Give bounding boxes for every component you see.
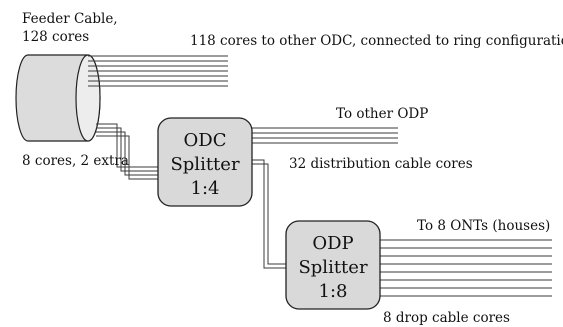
odc-to-odp-line <box>250 159 290 269</box>
odp-label-line1: ODP <box>312 233 353 254</box>
feeder-cable-icon <box>15 54 101 142</box>
feeder-label-line2: 128 cores <box>22 29 89 45</box>
odp-output-label: To 8 ONTs (houses) <box>417 218 550 234</box>
odc-output-label: To other ODP <box>336 106 428 122</box>
odc-label-line2: Splitter <box>170 154 239 175</box>
odc-output-lines <box>250 127 398 144</box>
odc-label-line1: ODC <box>184 130 227 151</box>
odc-label-line3: 1:4 <box>191 178 220 199</box>
odp-splitter-box <box>285 220 381 310</box>
feeder-label-line1: Feeder Cable, <box>22 11 118 27</box>
feeder-to-odc-label: 8 cores, 2 extra <box>22 153 129 169</box>
feeder-fiber-bundle <box>88 55 228 87</box>
odp-label-line3: 1:8 <box>319 281 348 302</box>
odp-drop-lines <box>376 239 552 297</box>
odp-label-line2: Splitter <box>298 257 367 278</box>
feeder-to-odc-lines <box>96 123 160 180</box>
distribution-label: 32 distribution cable cores <box>289 156 473 172</box>
feeder-output-label: 118 cores to other ODC, connected to rin… <box>190 33 563 49</box>
odc-splitter-box <box>157 117 253 207</box>
drop-label: 8 drop cable cores <box>383 310 510 326</box>
